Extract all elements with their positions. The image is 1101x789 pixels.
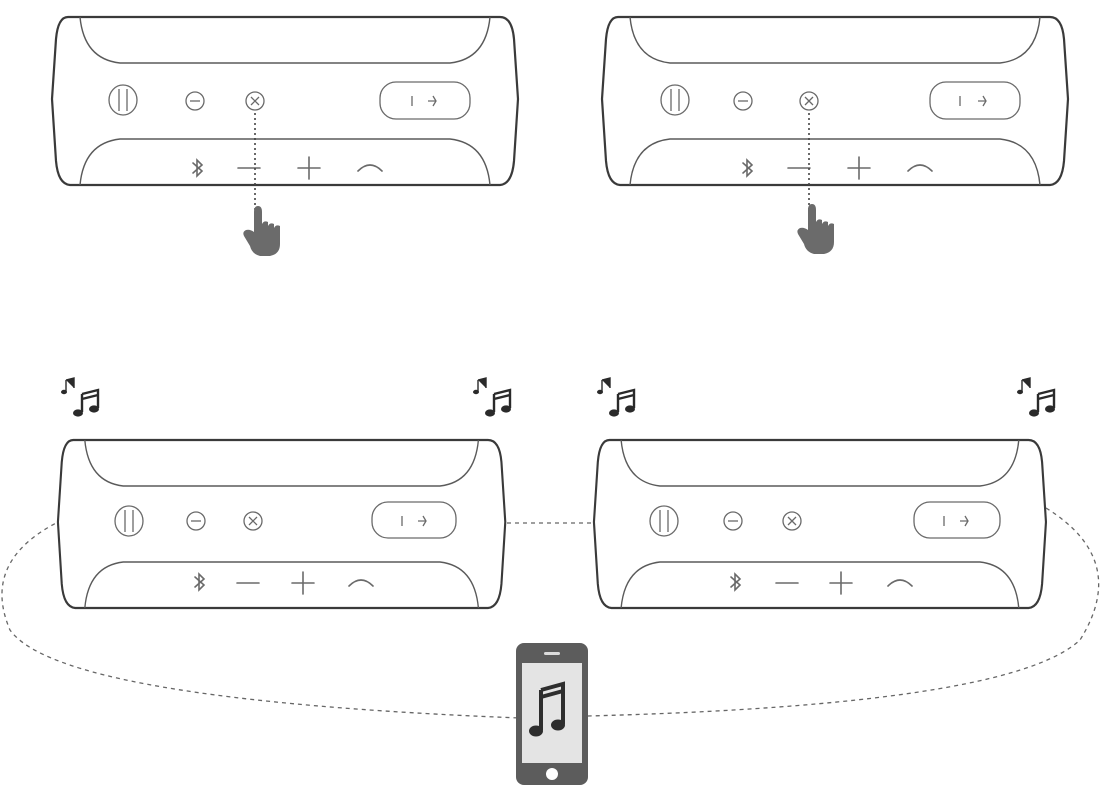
minus-circle-icon <box>723 511 743 531</box>
connect-plus-icon <box>243 511 263 531</box>
speaker-bottom-right <box>592 438 1048 610</box>
phone-call-icon <box>348 579 374 587</box>
pointing-hand-icon <box>797 204 834 254</box>
phone-call-icon <box>907 164 933 172</box>
speaker-bottom-left <box>56 438 507 610</box>
connect-plus-icon <box>782 511 802 531</box>
speaker-outline <box>50 15 520 187</box>
phone-call-icon <box>357 164 383 172</box>
smartphone-icon <box>516 643 588 785</box>
phone-screen <box>522 663 582 763</box>
phone-call-icon <box>887 579 913 587</box>
music-notes-icon <box>1015 376 1057 418</box>
connect-plus-icon[interactable] <box>245 91 265 111</box>
speaker-top-right <box>600 15 1070 187</box>
pointing-hand-icon <box>243 206 280 256</box>
music-note-icon <box>529 681 565 737</box>
bluetooth-icon <box>192 158 204 178</box>
play-pause-button[interactable] <box>929 81 1021 120</box>
music-notes-icon <box>59 376 101 418</box>
speaker-outline <box>600 15 1070 187</box>
minus-circle-icon <box>733 91 753 111</box>
play-pause-button <box>371 501 457 539</box>
bluetooth-icon <box>194 572 206 592</box>
minus-circle-icon <box>186 511 206 531</box>
speaker-outline <box>592 438 1048 610</box>
speaker-top-left <box>50 15 520 187</box>
bluetooth-icon <box>742 158 754 178</box>
volume-up-icon <box>847 156 871 180</box>
connect-plus-icon[interactable] <box>799 91 819 111</box>
bluetooth-icon <box>730 572 742 592</box>
phone-home-button <box>546 768 558 780</box>
play-pause-button[interactable] <box>379 81 471 120</box>
music-notes-icon <box>471 376 513 418</box>
music-notes-icon <box>595 376 637 418</box>
volume-up-icon <box>829 571 853 595</box>
play-pause-button <box>913 501 1001 539</box>
minus-circle-icon <box>185 91 205 111</box>
volume-up-icon <box>291 571 315 595</box>
phone-speaker <box>544 652 560 655</box>
volume-up-icon <box>297 156 321 180</box>
link-speakers-to-phone <box>1 519 521 719</box>
